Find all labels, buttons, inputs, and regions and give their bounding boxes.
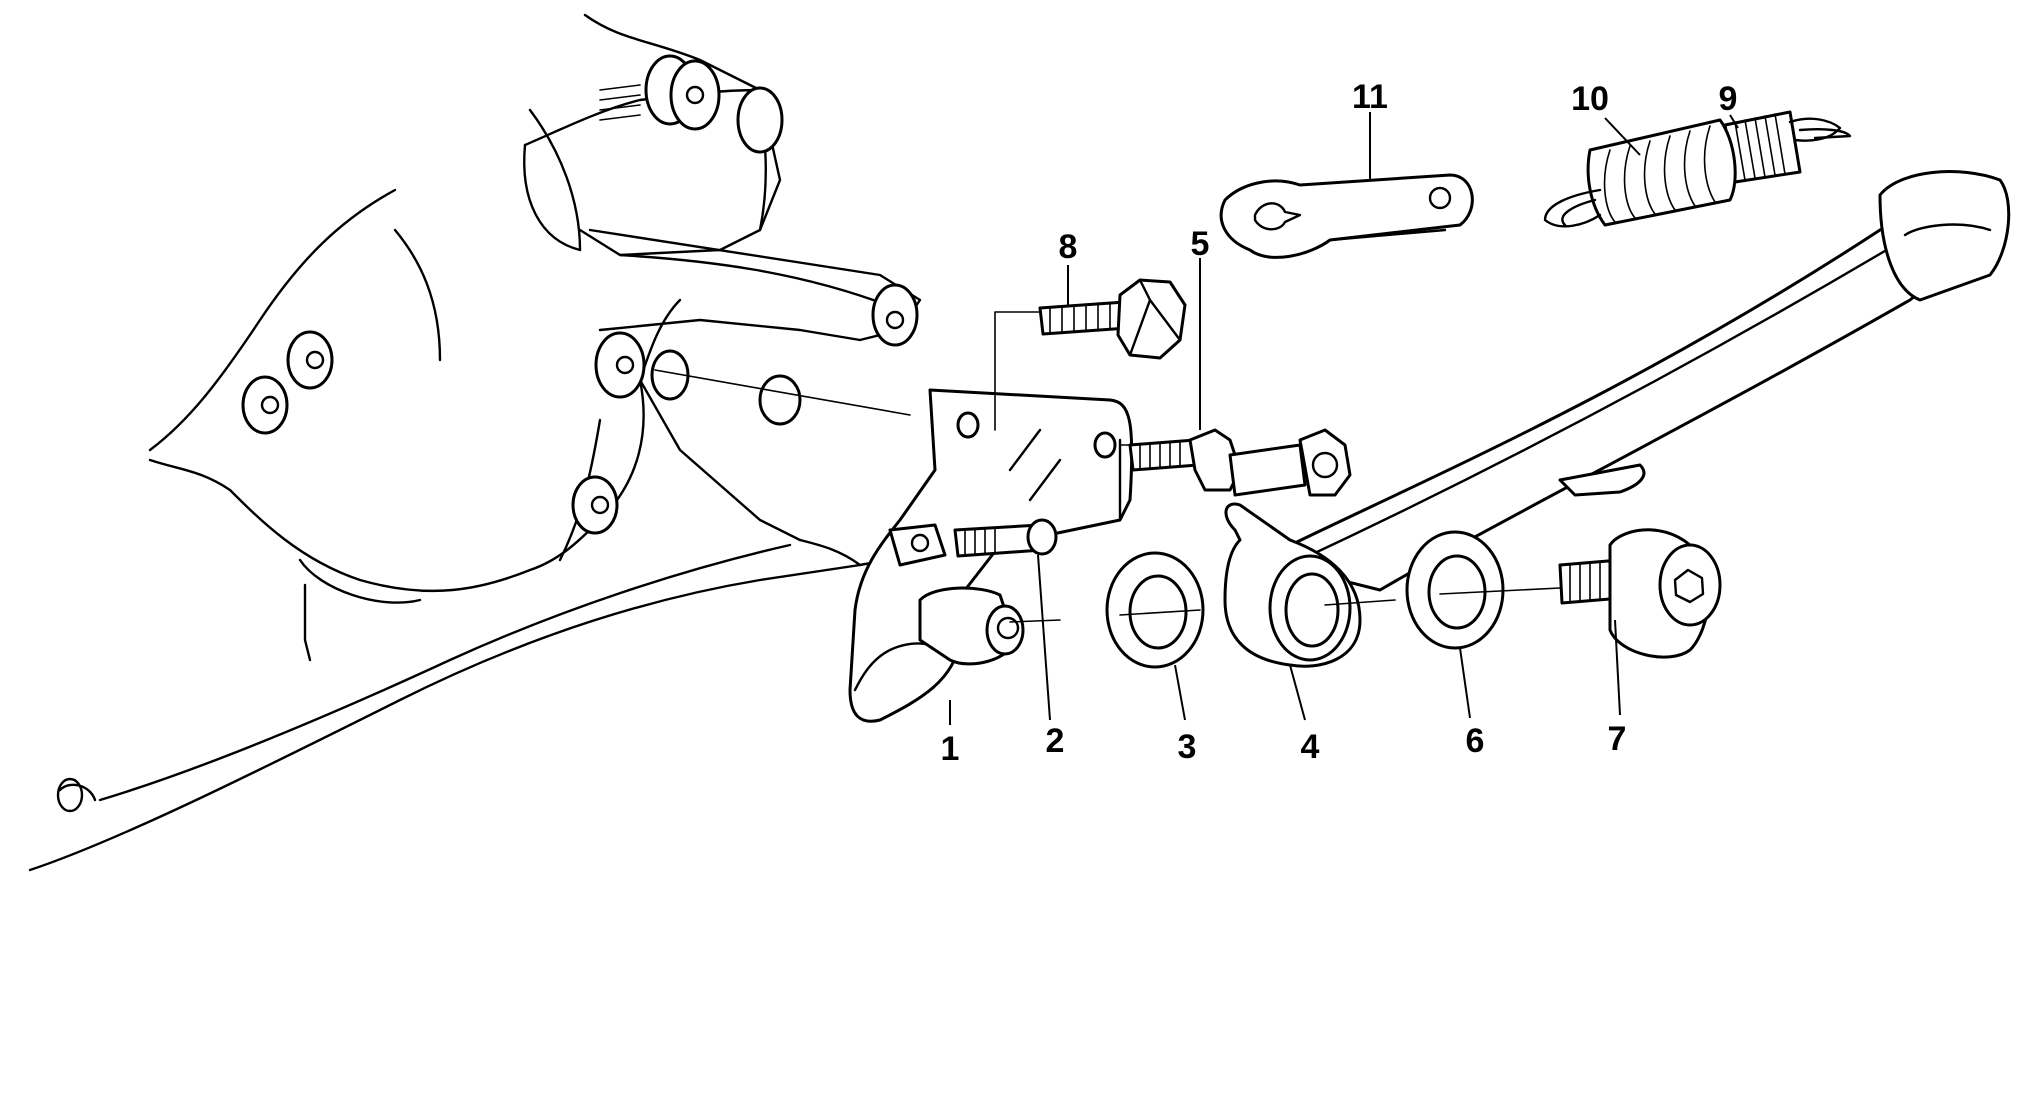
washer-b <box>1405 530 1505 650</box>
callout-labels: 1 2 3 4 5 6 7 8 9 10 11 <box>941 78 1738 768</box>
washer-a <box>1105 551 1205 669</box>
callout-9: 9 <box>1719 80 1738 118</box>
callout-1: 1 <box>941 730 960 768</box>
outer-spring <box>1543 118 1737 228</box>
shoulder-bolt <box>1558 528 1722 659</box>
callout-2: 2 <box>1046 722 1065 760</box>
side-stand-bracket <box>848 388 1134 723</box>
callout-5: 5 <box>1191 225 1210 263</box>
callout-11: 11 <box>1352 78 1388 116</box>
engine-mounting-bosses <box>241 54 919 535</box>
side-stand-leg <box>1223 170 2011 668</box>
hex-bolt <box>1038 278 1187 360</box>
callout-6: 6 <box>1466 722 1485 760</box>
callout-7: 7 <box>1608 720 1627 758</box>
assembly-lines <box>654 311 1561 623</box>
stud-bolt-with-nut <box>1128 428 1352 497</box>
pivot-pin <box>953 518 1058 558</box>
callout-8: 8 <box>1059 228 1078 266</box>
callout-leaders <box>949 112 1739 725</box>
callout-10: 10 <box>1571 80 1609 118</box>
inner-spring <box>1723 110 1852 184</box>
engine-crankcase-outline <box>28 13 922 872</box>
stand-switch-plate <box>1219 173 1474 259</box>
callout-4: 4 <box>1301 728 1320 766</box>
callout-3: 3 <box>1178 728 1197 766</box>
